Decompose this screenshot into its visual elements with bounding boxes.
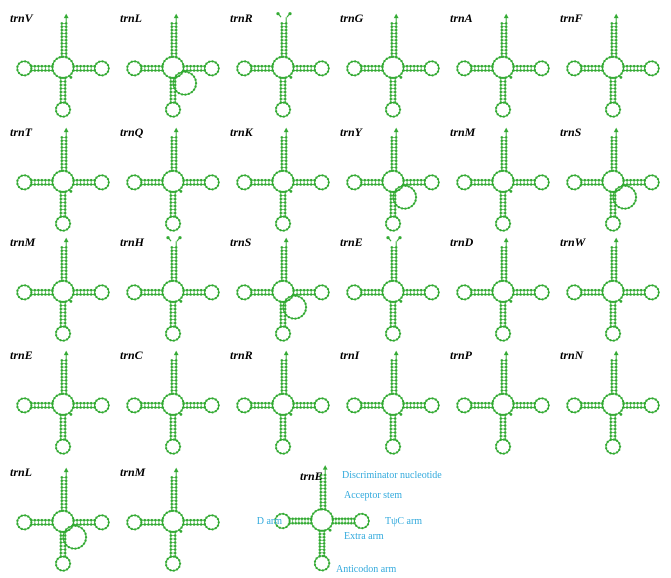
trna-structure-trnC [126,350,220,455]
trna-structure-trnY [346,127,440,232]
legend-anticodon-arm-label: Anticodon arm [336,564,396,575]
trna-structure-trnL [16,467,110,572]
trna-structure-trnM [126,467,220,572]
trna-structure-trnP [456,350,550,455]
trna-label: trnF [560,11,583,25]
trna-label: trnR [230,11,253,25]
trna-structure-trnS [236,237,330,342]
trna-label: trnV [10,11,34,25]
legend-trna-label: trnE [300,469,323,483]
trna-label: trnE [340,235,363,249]
trna-structure-trnT [16,127,110,232]
trna-label: trnA [450,11,473,25]
trna-label: trnI [340,348,361,362]
trna-structure-trnE [346,236,440,342]
trna-structure-trnR [236,12,330,118]
trna-structure-trnI [346,350,440,455]
trna-label: trnM [450,125,476,139]
trna-label: trnL [10,465,32,479]
trna-structure-trnA [456,13,550,118]
trna-label: trnM [10,235,36,249]
trna-label: trnE [10,348,33,362]
trna-structure-trnM [16,237,110,342]
trna-label: trnD [450,235,474,249]
trna-label: trnN [560,348,585,362]
legend-tpsic-arm-label: TψC arm [385,516,422,527]
trna-structure-trnQ [126,127,220,232]
legend-extra-arm-label: Extra arm [344,531,384,542]
trna-structure-trnW [566,237,660,342]
trna-structure-trnN [566,350,660,455]
trna-structure-trnD [456,237,550,342]
trna-structure-trnK [236,127,330,232]
trna-structure-trnH [126,236,220,342]
trna-label: trnH [120,235,145,249]
trna-label: trnT [10,125,33,139]
trna-structure-trnL [126,13,220,118]
legend-acceptor-label: Acceptor stem [344,490,402,501]
trna-structure-legend [274,465,370,572]
trna-structure-trnV [16,13,110,118]
trna-label: trnM [120,465,146,479]
trna-label: trnP [450,348,473,362]
trna-label: trnS [230,235,252,249]
trna-label: trnG [340,11,364,25]
trna-structure-trnS [566,127,660,232]
legend-d-arm-label: D arm [257,516,282,527]
trna-structure-trnM [456,127,550,232]
legend-discriminator-label: Discriminator nucleotide [342,470,442,481]
trna-label: trnL [120,11,142,25]
trna-label: trnR [230,348,253,362]
trna-structure-trnR [236,350,330,455]
trna-label: trnK [230,125,254,139]
trna-structure-trnG [346,13,440,118]
trna-structure-trnE [16,350,110,455]
trna-structure-trnF [566,13,660,118]
trna-label: trnY [340,125,364,139]
trna-label: trnS [560,125,582,139]
trna-label: trnC [120,348,144,362]
trna-label: trnQ [120,125,144,139]
trna-label: trnW [560,235,587,249]
